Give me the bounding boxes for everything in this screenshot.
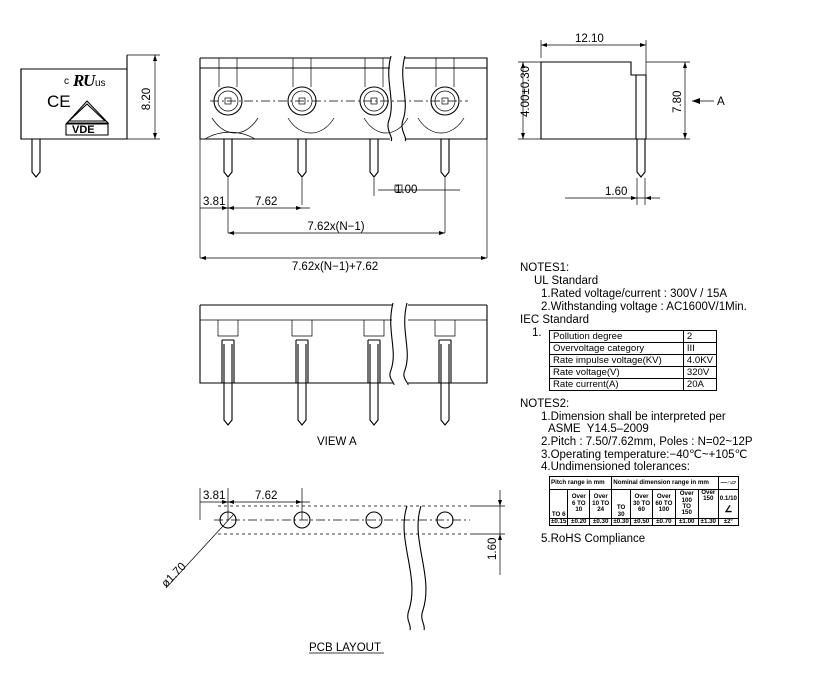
table-row: Overvoltage category III	[549, 342, 718, 355]
view-a-arrow-label: A	[717, 96, 725, 108]
front-offset-dim: 3.81	[203, 196, 225, 208]
iec-value: 320V	[682, 366, 718, 379]
tolerance-table: Pitch range in mm Nominal dimension rang…	[548, 476, 740, 527]
view-a-drawing: VIEW A	[199, 302, 488, 448]
ul-line-1: 1.Rated voltage/current : 300V / 15A	[541, 288, 728, 300]
right-height-dim: 7.80	[672, 91, 684, 113]
pcb-pitch-dim: 7.62	[255, 490, 277, 502]
table-row: ±0.15 ±0.20 ±0.30 ±0.30 ±0.50 ±0.70 ±1.0…	[548, 517, 740, 527]
tol-nominal-col: Over 150	[697, 489, 719, 519]
right-pin-dim: 1.60	[605, 186, 627, 198]
iec-param: Overvoltage category	[549, 342, 684, 355]
tol-nominal-col: Over 100 TO 150	[674, 489, 699, 519]
iec-value: 20A	[682, 378, 718, 391]
tol-head-nominal: Nominal dimension range in mm	[611, 476, 719, 490]
right-width-dim: 12.10	[575, 33, 604, 45]
iec-param: Rate voltage(V)	[549, 366, 684, 379]
right-view: 12.10 4.00±0.30 7.80 A 1.60	[518, 33, 725, 205]
notes2-title: NOTES2:	[520, 398, 570, 410]
right-height-tol: 4.00±0.30	[520, 66, 532, 117]
pcb-layout-label: PCB LAYOUT	[309, 642, 381, 654]
iec-param: Pollution degree	[549, 330, 684, 343]
notes2-line-1b: ASME Y14.5–2009	[548, 423, 649, 435]
vde-mark-icon: VDE	[65, 100, 110, 136]
tol-head-pitch: Pitch range in mm	[548, 476, 613, 490]
table-row: Rate voltage(V) 320V	[549, 366, 718, 379]
svg-text:U: U	[83, 71, 96, 90]
table-row: Pitch range in mm Nominal dimension rang…	[548, 476, 740, 490]
tol-value: ±0.50	[629, 517, 654, 527]
tol-nominal-col: TO 30	[611, 489, 631, 519]
ul-line-2: 2.Withstanding voltage : AC1600V/1Min.	[541, 301, 747, 313]
svg-text:c: c	[64, 76, 69, 87]
svg-text:R: R	[72, 71, 84, 90]
ul-standard-title: UL Standard	[534, 275, 599, 287]
side-height-dim: 8.20	[141, 88, 153, 110]
side-view: c R U us CE VDE 8.20	[20, 54, 160, 178]
tol-value: ±1.30	[697, 517, 719, 527]
table-row: TO 6 Over 6 TO 10 Over 10 TO 24 TO 30 Ov…	[548, 489, 740, 519]
svg-text:us: us	[95, 78, 106, 89]
notes2-line-1a: 1.Dimension shall be interpreted per	[541, 411, 726, 423]
ul-mark-icon: c R U us	[64, 71, 106, 90]
pin-square-dim: 1.00	[395, 184, 417, 196]
tol-value: ±0.15	[548, 517, 569, 527]
view-a-label: VIEW A	[317, 436, 357, 448]
notes2-line-4: 4.Undimensioned tolerances:	[541, 461, 690, 473]
pcb-offset-dim: 3.81	[203, 490, 225, 502]
table-row: Rate impulse voltage(KV) 4.0KV	[549, 354, 718, 367]
ce-mark-icon: CE	[47, 92, 71, 111]
iec-value: 2	[682, 330, 718, 343]
front-pitch-dim: 7.62	[255, 196, 277, 208]
tol-pitch-col: Over 6 TO 10	[567, 489, 591, 519]
tol-nominal-col: Over 60 TO 100	[652, 489, 676, 519]
iec-value: 4.0KV	[682, 354, 718, 367]
tol-head-flat: —∩▱	[717, 476, 740, 490]
iec-param: Rate current(A)	[549, 378, 684, 391]
tol-value: ±0.20	[567, 517, 591, 527]
tol-value: ±0.70	[652, 517, 676, 527]
pcb-hole-dia: ø1.70	[160, 561, 189, 591]
tol-value: ±2°	[717, 517, 740, 527]
notes1-title: NOTES1:	[520, 262, 570, 274]
notes2-line-2: 2.Pitch : 7.50/7.62mm, Poles : N=02~12P	[541, 436, 753, 448]
iec-standard-title: IEC Standard	[520, 314, 590, 326]
tol-flat-value: 0.1/10	[719, 494, 737, 502]
front-span-total: 7.62x(N−1)+7.62	[292, 261, 378, 273]
tol-nominal-col: Over 30 TO 60	[629, 489, 654, 519]
tol-value: ±0.30	[611, 517, 631, 527]
tol-value: ±0.30	[589, 517, 613, 527]
notes2-line-5: 5.RoHS Compliance	[541, 533, 646, 545]
tol-value: ±1.00	[674, 517, 699, 527]
table-row: Pollution degree 2	[549, 330, 718, 343]
angle-icon: ∠	[724, 504, 733, 514]
front-view: 3.81 7.62 1.00 7.62x(N−1) 7.62x(N−1)+7.6…	[199, 55, 488, 273]
iec-param: Rate impulse voltage(KV)	[549, 354, 684, 367]
front-span-inner: 7.62x(N−1)	[307, 221, 364, 233]
tol-pitch-col: Over 10 TO 24	[589, 489, 613, 519]
tol-flat-cell: 0.1/10 ∠	[717, 489, 740, 519]
iec-number: 1.	[532, 327, 542, 339]
table-row: Rate current(A) 20A	[549, 378, 718, 391]
pcb-layout-drawing: 3.81 7.62 ø1.70 1.60 PCB LAYOUT	[160, 488, 505, 654]
iec-value: III	[682, 342, 718, 355]
pcb-row-dim: 1.60	[487, 538, 499, 560]
svg-text:VDE: VDE	[72, 124, 95, 136]
arrow-left-icon	[692, 98, 700, 104]
tol-pitch-col: TO 6	[548, 489, 569, 519]
iec-spec-table: Pollution degree 2 Overvoltage category …	[549, 330, 718, 391]
notes2-line-3: 3.Operating temperature:−40℃~+105℃	[541, 449, 748, 461]
